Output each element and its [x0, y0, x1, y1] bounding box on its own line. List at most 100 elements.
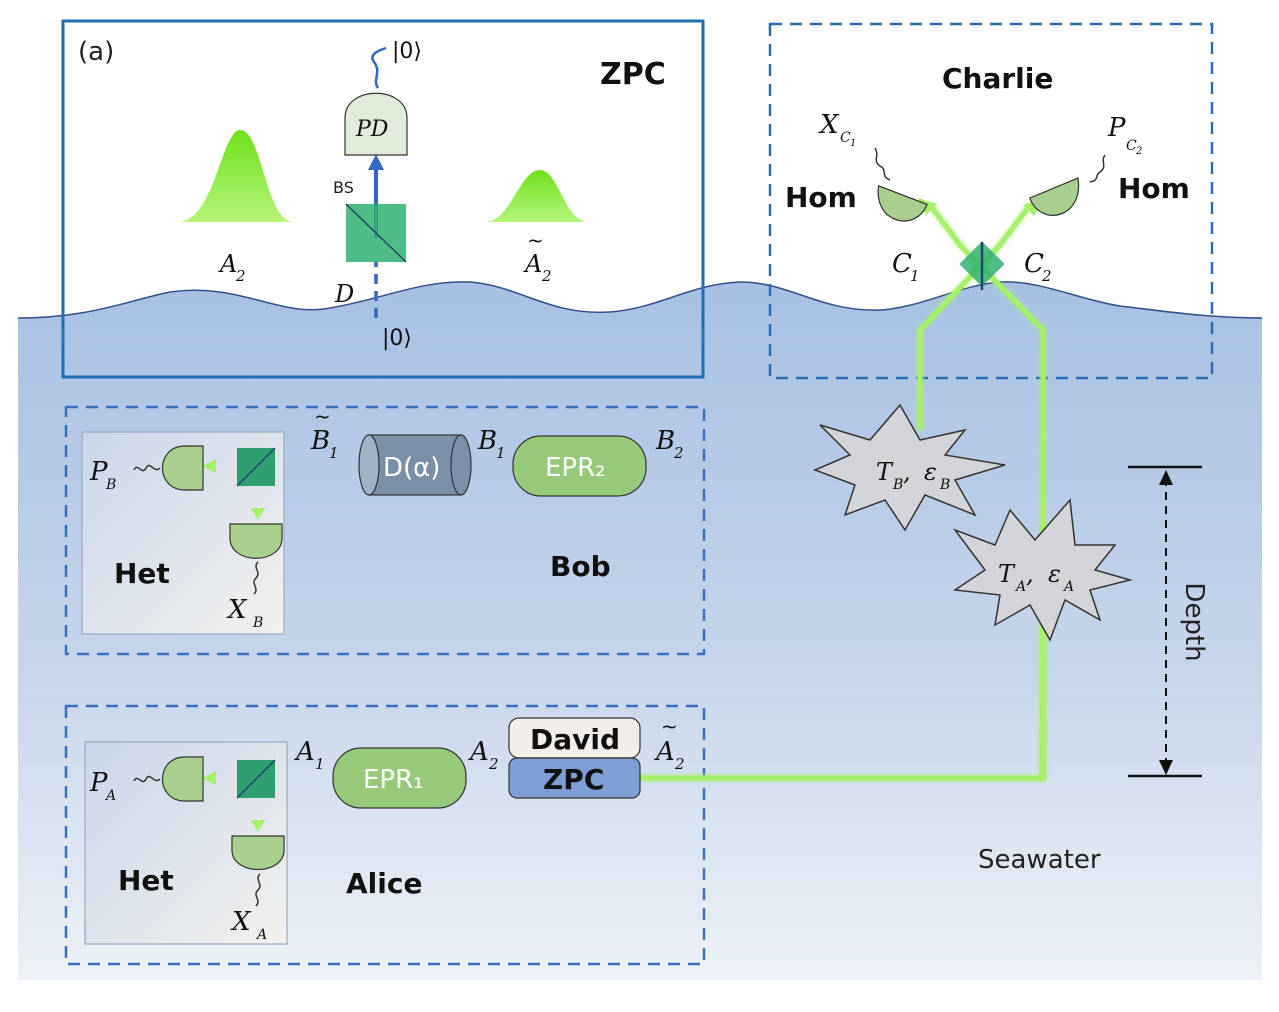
svg-text:B: B [655, 426, 675, 456]
svg-text:David: David [530, 723, 620, 756]
svg-text:C: C [1126, 138, 1137, 154]
channel-a-noise: T A , ε A [952, 498, 1133, 642]
svg-text:P: P [89, 768, 108, 798]
svg-text:2: 2 [674, 755, 685, 773]
svg-text:1: 1 [850, 138, 856, 149]
svg-text:2: 2 [541, 267, 552, 285]
bob-wire-x [253, 561, 259, 595]
svg-text:~: ~ [661, 714, 678, 738]
svg-text:A: A [1062, 579, 1074, 595]
bob-wire-p [133, 464, 161, 472]
vacuum-top-label: |0⟩ [392, 39, 422, 64]
svg-text:ZPC: ZPC [543, 763, 604, 796]
svg-text:ε: ε [924, 458, 937, 486]
svg-text:A: A [255, 927, 267, 943]
charlie-c2-label: C 2 [1024, 249, 1052, 285]
david-box: David [508, 717, 641, 759]
charlie-x-label: X C 1 [818, 110, 856, 149]
svg-text:2: 2 [673, 444, 684, 462]
displacement-operator: D(α) [358, 434, 472, 496]
svg-text:B: B [892, 477, 903, 493]
bob-beam-down-arrowhead [251, 508, 265, 520]
svg-text:~: ~ [527, 228, 544, 252]
alice-a2-tilde-label: ~ A 2 [654, 714, 685, 773]
bob-bs-diagonal [236, 447, 276, 487]
svg-text:~: ~ [314, 404, 331, 428]
svg-text:1: 1 [910, 267, 920, 285]
alice-bs-diagonal [236, 759, 276, 799]
svg-text:X: X [226, 595, 248, 625]
svg-text:B: B [105, 477, 116, 493]
svg-text:B: B [939, 477, 950, 493]
alice-panel-frame [64, 704, 706, 966]
charlie-title: Charlie [942, 62, 1053, 95]
svg-text:P: P [89, 457, 108, 487]
alice-a1-label: A 1 [294, 737, 325, 773]
bs-label: BS [333, 178, 354, 197]
charlie-hom-left: Hom [785, 181, 857, 214]
charlie-wire-left [874, 147, 891, 181]
bob-het-label: Het [114, 557, 170, 590]
charlie-hom-right: Hom [1118, 172, 1190, 205]
alice-zpc-box: ZPC [508, 757, 641, 799]
svg-text:2: 2 [488, 755, 499, 773]
svg-text:T: T [998, 560, 1016, 588]
bob-b1-label: B 1 [477, 426, 506, 462]
alice-a2-label: A 2 [468, 737, 499, 773]
svg-text:X: X [818, 110, 840, 140]
svg-text:EPR₂: EPR₂ [545, 453, 606, 483]
bob-epr-source: EPR₂ [512, 435, 647, 497]
alice-wire-x [255, 873, 261, 907]
svg-text:A: A [218, 250, 237, 278]
svg-text:A: A [523, 250, 542, 278]
svg-text:B: B [252, 615, 263, 631]
alice-het-label: Het [118, 864, 174, 897]
fiber-bob-to-charlie [917, 203, 1032, 430]
charlie-wire-right [1089, 154, 1106, 183]
seawater-label: Seawater [978, 845, 1101, 875]
alice-detector-p [162, 756, 204, 802]
svg-text:B: B [310, 426, 330, 456]
bob-detector-x [229, 523, 283, 559]
svg-text:2: 2 [1041, 267, 1052, 285]
alice-detector-x [231, 835, 285, 870]
svg-text:,: , [903, 458, 911, 486]
svg-text:A: A [654, 737, 675, 767]
svg-text:1: 1 [315, 755, 325, 773]
svg-text:EPR₁: EPR₁ [363, 765, 424, 795]
alice-beam-arrowhead [202, 771, 216, 785]
alice-fiber [640, 600, 1046, 781]
charlie-c1-label: C 1 [892, 249, 920, 285]
alice-wire-p [133, 775, 161, 783]
svg-text:2: 2 [235, 267, 246, 285]
alice-epr-source: EPR₁ [332, 747, 467, 809]
vacuum-arrowhead [368, 154, 384, 170]
svg-text:A: A [294, 737, 315, 767]
alice-title: Alice [346, 867, 422, 900]
svg-text:T: T [876, 458, 894, 486]
zpc-panel-frame [61, 19, 705, 379]
charlie-panel-frame [768, 22, 1214, 380]
svg-text:,: , [1026, 560, 1034, 588]
svg-text:C: C [892, 249, 912, 279]
bob-b2-label: B 2 [655, 426, 684, 462]
charlie-detector-left [877, 184, 928, 222]
panel-label: (a) [78, 37, 114, 67]
bob-x-label: X B [226, 595, 263, 631]
depth-label: Depth [1179, 582, 1209, 661]
svg-text:C: C [1024, 249, 1044, 279]
photodetector [344, 92, 408, 156]
bob-beam-arrowhead [202, 459, 216, 473]
depth-arrowhead-top [1159, 470, 1173, 485]
output-pulse [487, 170, 586, 222]
alice-beam-down-arrowhead [251, 820, 265, 832]
svg-text:A: A [1014, 579, 1026, 595]
bob-detector-p [162, 445, 204, 491]
svg-text:1: 1 [329, 444, 339, 462]
d-label: D [334, 280, 354, 308]
svg-text:P: P [1107, 113, 1126, 143]
channel-b-noise: T B , ε B [812, 403, 1006, 532]
svg-text:D(α): D(α) [383, 453, 440, 483]
zpc-output-label: ~ A 2 [523, 228, 552, 285]
